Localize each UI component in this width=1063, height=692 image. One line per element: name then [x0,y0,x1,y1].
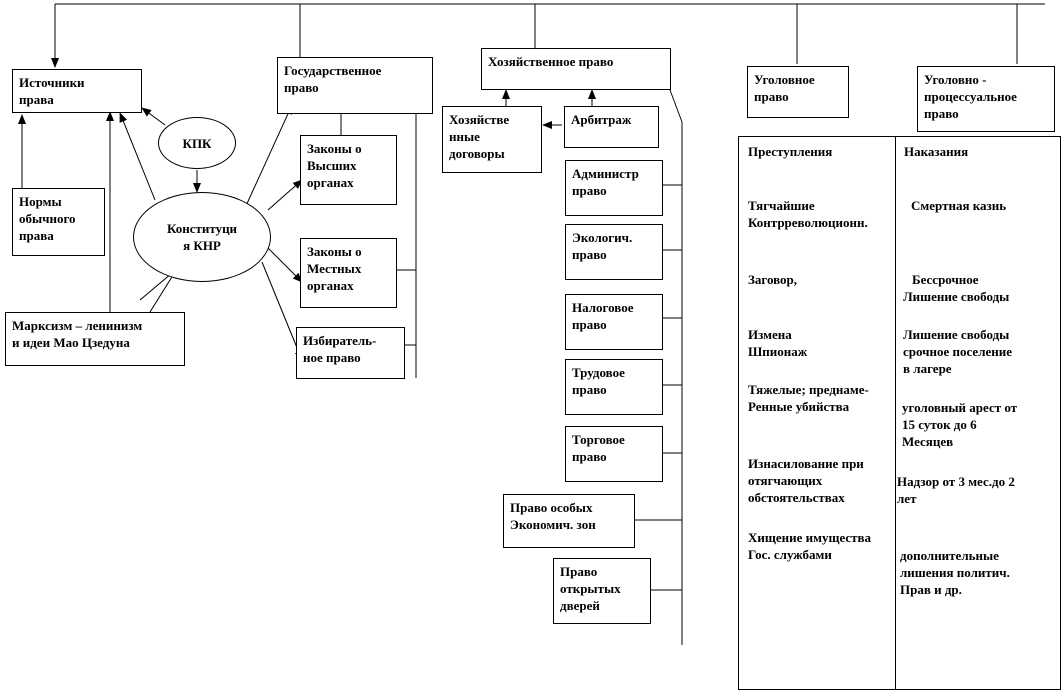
table-cell-crime: Заговор, [748,272,798,287]
node-electoral-law: Избиратель- ное право [296,327,405,379]
node-state-law: Государственное право [277,57,433,114]
node-criminal-law: Уголовное право [747,66,849,118]
table-cell-crime: Измена Шпионаж [748,327,808,359]
node-ecological-law: Экологич. право [565,224,663,280]
table-cell-crime: Тяжелые; преднаме- Ренные убийства [748,382,869,414]
table-header-crimes: Преступления [748,144,833,159]
node-higher-organs-laws: Законы о Высших органах [300,135,397,205]
node-kpk: КПК [158,117,236,169]
table-cell-crime: Хищение имущества Гос. службами [748,530,872,562]
node-special-economic-zones-law: Право особых Экономич. зон [503,494,635,548]
node-customary-norms: Нормы обычного права [12,188,105,256]
table-cell-punishment: Смертная казнь [911,198,1007,213]
table-cell-punishment: дополнительные лишения политич. Прав и д… [900,548,1010,597]
node-criminal-procedure-law: Уголовно - процессуальное право [917,66,1055,132]
table-cell-punishment: Бессрочное Лишение свободы [903,272,1010,304]
node-administrative-law: Администр право [565,160,663,216]
node-arbitration: Арбитраж [564,106,659,148]
node-local-organs-laws: Законы о Местных органах [300,238,397,308]
node-tax-law: Налоговое право [565,294,663,350]
node-trade-law: Торговое право [565,426,663,482]
node-economic-law: Хозяйственное право [481,48,671,90]
table-header-punishments: Наказания [904,144,969,159]
node-economic-contracts: Хозяйстве нные договоры [442,106,542,173]
node-labor-law: Трудовое право [565,359,663,415]
node-sources: Источники права [12,69,142,113]
table-cell-punishment: Надзор от 3 мес.до 2 лет [897,474,1015,506]
node-constitution-prc: Конституци я КНР [133,192,271,282]
table-cell-punishment: уголовный арест от 15 суток до 6 Месяцев [902,400,1018,449]
table-cell-crime: Изнасилование при отягчающих обстоятельс… [748,456,864,505]
table-cell-crime: Тягчайшие Контрреволюционн. [748,198,868,230]
node-marxism-leninism: Марксизм – ленинизм и идеи Мао Цзедуна [5,312,185,366]
node-open-doors-law: Право открытых дверей [553,558,651,624]
table-cell-punishment: Лишение свободы срочное поселение в лаге… [903,327,1013,376]
